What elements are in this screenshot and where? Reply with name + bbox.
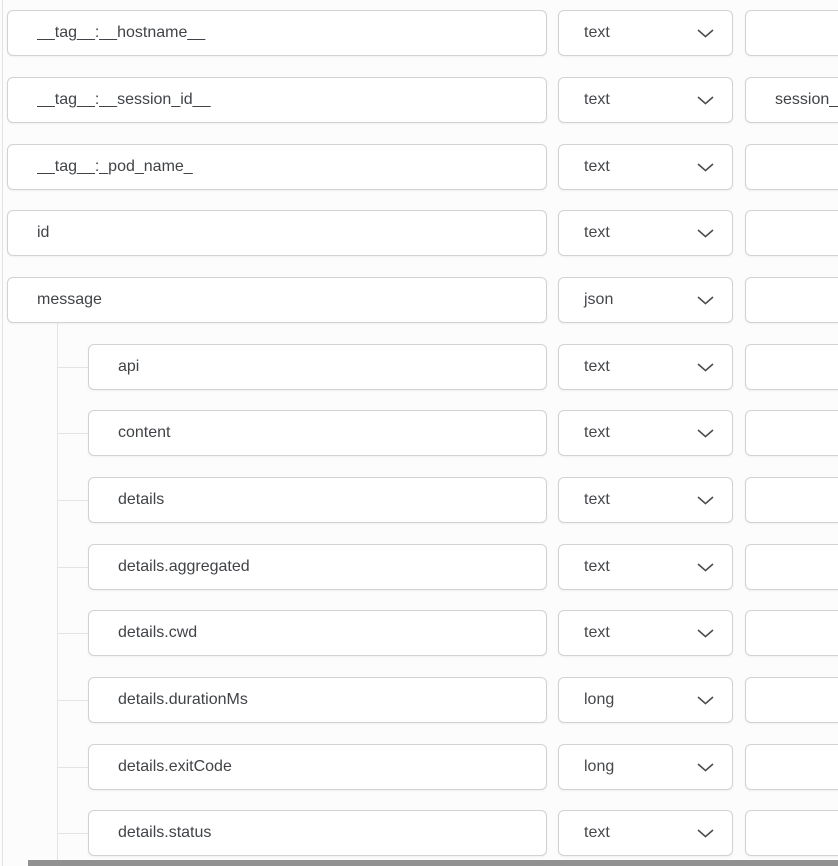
field-value-input[interactable] xyxy=(745,410,838,456)
field-row: text xyxy=(0,610,838,656)
field-value-input[interactable] xyxy=(745,677,838,723)
field-type-label: text xyxy=(584,224,610,241)
field-type-label: text xyxy=(584,424,610,441)
field-row: long xyxy=(0,744,838,790)
field-row: text xyxy=(0,544,838,590)
field-value-input[interactable] xyxy=(745,210,838,256)
field-type-select[interactable]: text xyxy=(558,477,733,523)
field-row: text xyxy=(0,410,838,456)
field-value-input[interactable] xyxy=(745,10,838,56)
tree-connector-line xyxy=(57,767,88,768)
field-type-select[interactable]: text xyxy=(558,77,733,123)
field-value-input[interactable] xyxy=(745,77,838,123)
field-name-input[interactable] xyxy=(88,677,547,723)
field-row: text xyxy=(0,210,838,256)
chevron-down-icon xyxy=(697,295,714,305)
tree-trunk-line xyxy=(57,323,58,866)
field-value-input[interactable] xyxy=(745,277,838,323)
field-type-select[interactable]: text xyxy=(558,610,733,656)
field-type-label: json xyxy=(584,291,614,308)
field-type-select[interactable]: text xyxy=(558,810,733,856)
field-value-input[interactable] xyxy=(745,610,838,656)
chevron-down-icon xyxy=(697,628,714,638)
field-type-label: text xyxy=(584,358,610,375)
chevron-down-icon xyxy=(697,828,714,838)
field-name-input[interactable] xyxy=(88,810,547,856)
field-value-input[interactable] xyxy=(745,344,838,390)
field-type-select[interactable]: json xyxy=(558,277,733,323)
field-row: json xyxy=(0,277,838,323)
field-type-select[interactable]: long xyxy=(558,677,733,723)
tree-connector-line xyxy=(57,633,88,634)
field-row: long xyxy=(0,677,838,723)
field-value-input[interactable] xyxy=(745,144,838,190)
field-type-select[interactable]: text xyxy=(558,210,733,256)
tree-connector-line xyxy=(57,500,88,501)
field-type-select[interactable]: text xyxy=(558,410,733,456)
field-type-label: text xyxy=(584,558,610,575)
field-name-input[interactable] xyxy=(88,344,547,390)
field-name-input[interactable] xyxy=(7,144,547,190)
chevron-down-icon xyxy=(697,228,714,238)
field-type-select[interactable]: text xyxy=(558,544,733,590)
field-row: text xyxy=(0,144,838,190)
tree-connector-line xyxy=(57,833,88,834)
field-type-label: text xyxy=(584,824,610,841)
field-name-input[interactable] xyxy=(88,410,547,456)
field-name-input[interactable] xyxy=(7,277,547,323)
field-row: text xyxy=(0,344,838,390)
field-type-label: long xyxy=(584,691,615,708)
field-name-input[interactable] xyxy=(7,210,547,256)
field-value-input[interactable] xyxy=(745,477,838,523)
field-value-input[interactable] xyxy=(745,744,838,790)
field-type-label: text xyxy=(584,158,610,175)
chevron-down-icon xyxy=(697,95,714,105)
chevron-down-icon xyxy=(697,562,714,572)
chevron-down-icon xyxy=(697,362,714,372)
field-type-select[interactable]: text xyxy=(558,144,733,190)
field-name-input[interactable] xyxy=(88,610,547,656)
field-name-input[interactable] xyxy=(88,544,547,590)
field-name-input[interactable] xyxy=(7,10,547,56)
field-type-label: text xyxy=(584,91,610,108)
panel-left-border xyxy=(2,0,3,866)
field-type-select[interactable]: long xyxy=(558,744,733,790)
field-row: text xyxy=(0,477,838,523)
chevron-down-icon xyxy=(697,495,714,505)
field-type-label: text xyxy=(584,24,610,41)
field-type-label: text xyxy=(584,491,610,508)
field-type-label: text xyxy=(584,624,610,641)
field-name-input[interactable] xyxy=(88,744,547,790)
tree-connector-line xyxy=(57,433,88,434)
field-type-select[interactable]: text xyxy=(558,10,733,56)
tree-connector-line xyxy=(57,700,88,701)
field-row: text xyxy=(0,10,838,56)
field-name-input[interactable] xyxy=(7,77,547,123)
field-name-input[interactable] xyxy=(88,477,547,523)
field-value-input[interactable] xyxy=(745,810,838,856)
field-type-label: long xyxy=(584,758,615,775)
chevron-down-icon xyxy=(697,695,714,705)
field-row: text xyxy=(0,77,838,123)
chevron-down-icon xyxy=(697,428,714,438)
tree-connector-line xyxy=(57,367,88,368)
bottom-edge-bar xyxy=(28,860,838,866)
field-type-select[interactable]: text xyxy=(558,344,733,390)
chevron-down-icon xyxy=(697,162,714,172)
chevron-down-icon xyxy=(697,28,714,38)
field-value-input[interactable] xyxy=(745,544,838,590)
tree-connector-line xyxy=(57,567,88,568)
chevron-down-icon xyxy=(697,762,714,772)
field-row: text xyxy=(0,810,838,856)
